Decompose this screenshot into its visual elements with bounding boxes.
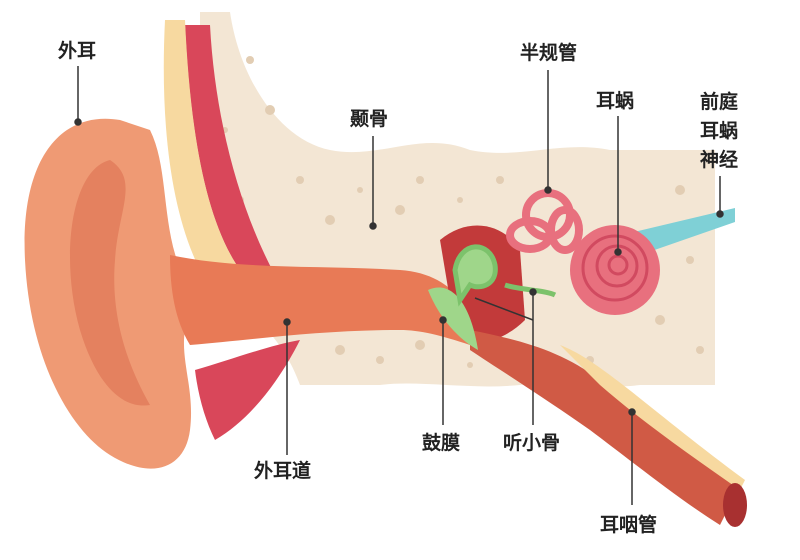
label-eustachian-tube: 耳咽管 <box>600 514 658 536</box>
label-ear-canal: 外耳道 <box>254 460 312 482</box>
ear-canal <box>170 255 470 345</box>
cochlea <box>570 225 660 315</box>
label-nerve-line-2: 耳蜗 <box>700 120 739 142</box>
outer-ear-fold <box>70 160 150 406</box>
muscle-layer <box>185 25 275 275</box>
lower-muscle <box>195 340 300 440</box>
label-nerve-line-1: 前庭 <box>700 91 739 113</box>
label-eardrum: 鼓膜 <box>422 432 461 454</box>
eustachian-tube-opening <box>723 483 747 527</box>
label-nerve-line-3: 神经 <box>700 149 739 171</box>
label-semicircular-canals: 半规管 <box>520 42 578 64</box>
eustachian-tube-wall <box>560 345 745 490</box>
label-outer-ear: 外耳 <box>58 40 97 62</box>
label-temporal-bone: 颞骨 <box>350 108 389 130</box>
fat-layer <box>163 20 240 270</box>
leader-lines <box>74 66 724 505</box>
label-ossicles: 听小骨 <box>503 432 561 454</box>
label-cochlea: 耳蜗 <box>596 90 635 112</box>
label-vestibulocochlear-nerve: 前庭 耳蜗 神经 <box>700 88 738 175</box>
eardrum <box>428 287 478 350</box>
eustachian-tube <box>470 330 740 525</box>
